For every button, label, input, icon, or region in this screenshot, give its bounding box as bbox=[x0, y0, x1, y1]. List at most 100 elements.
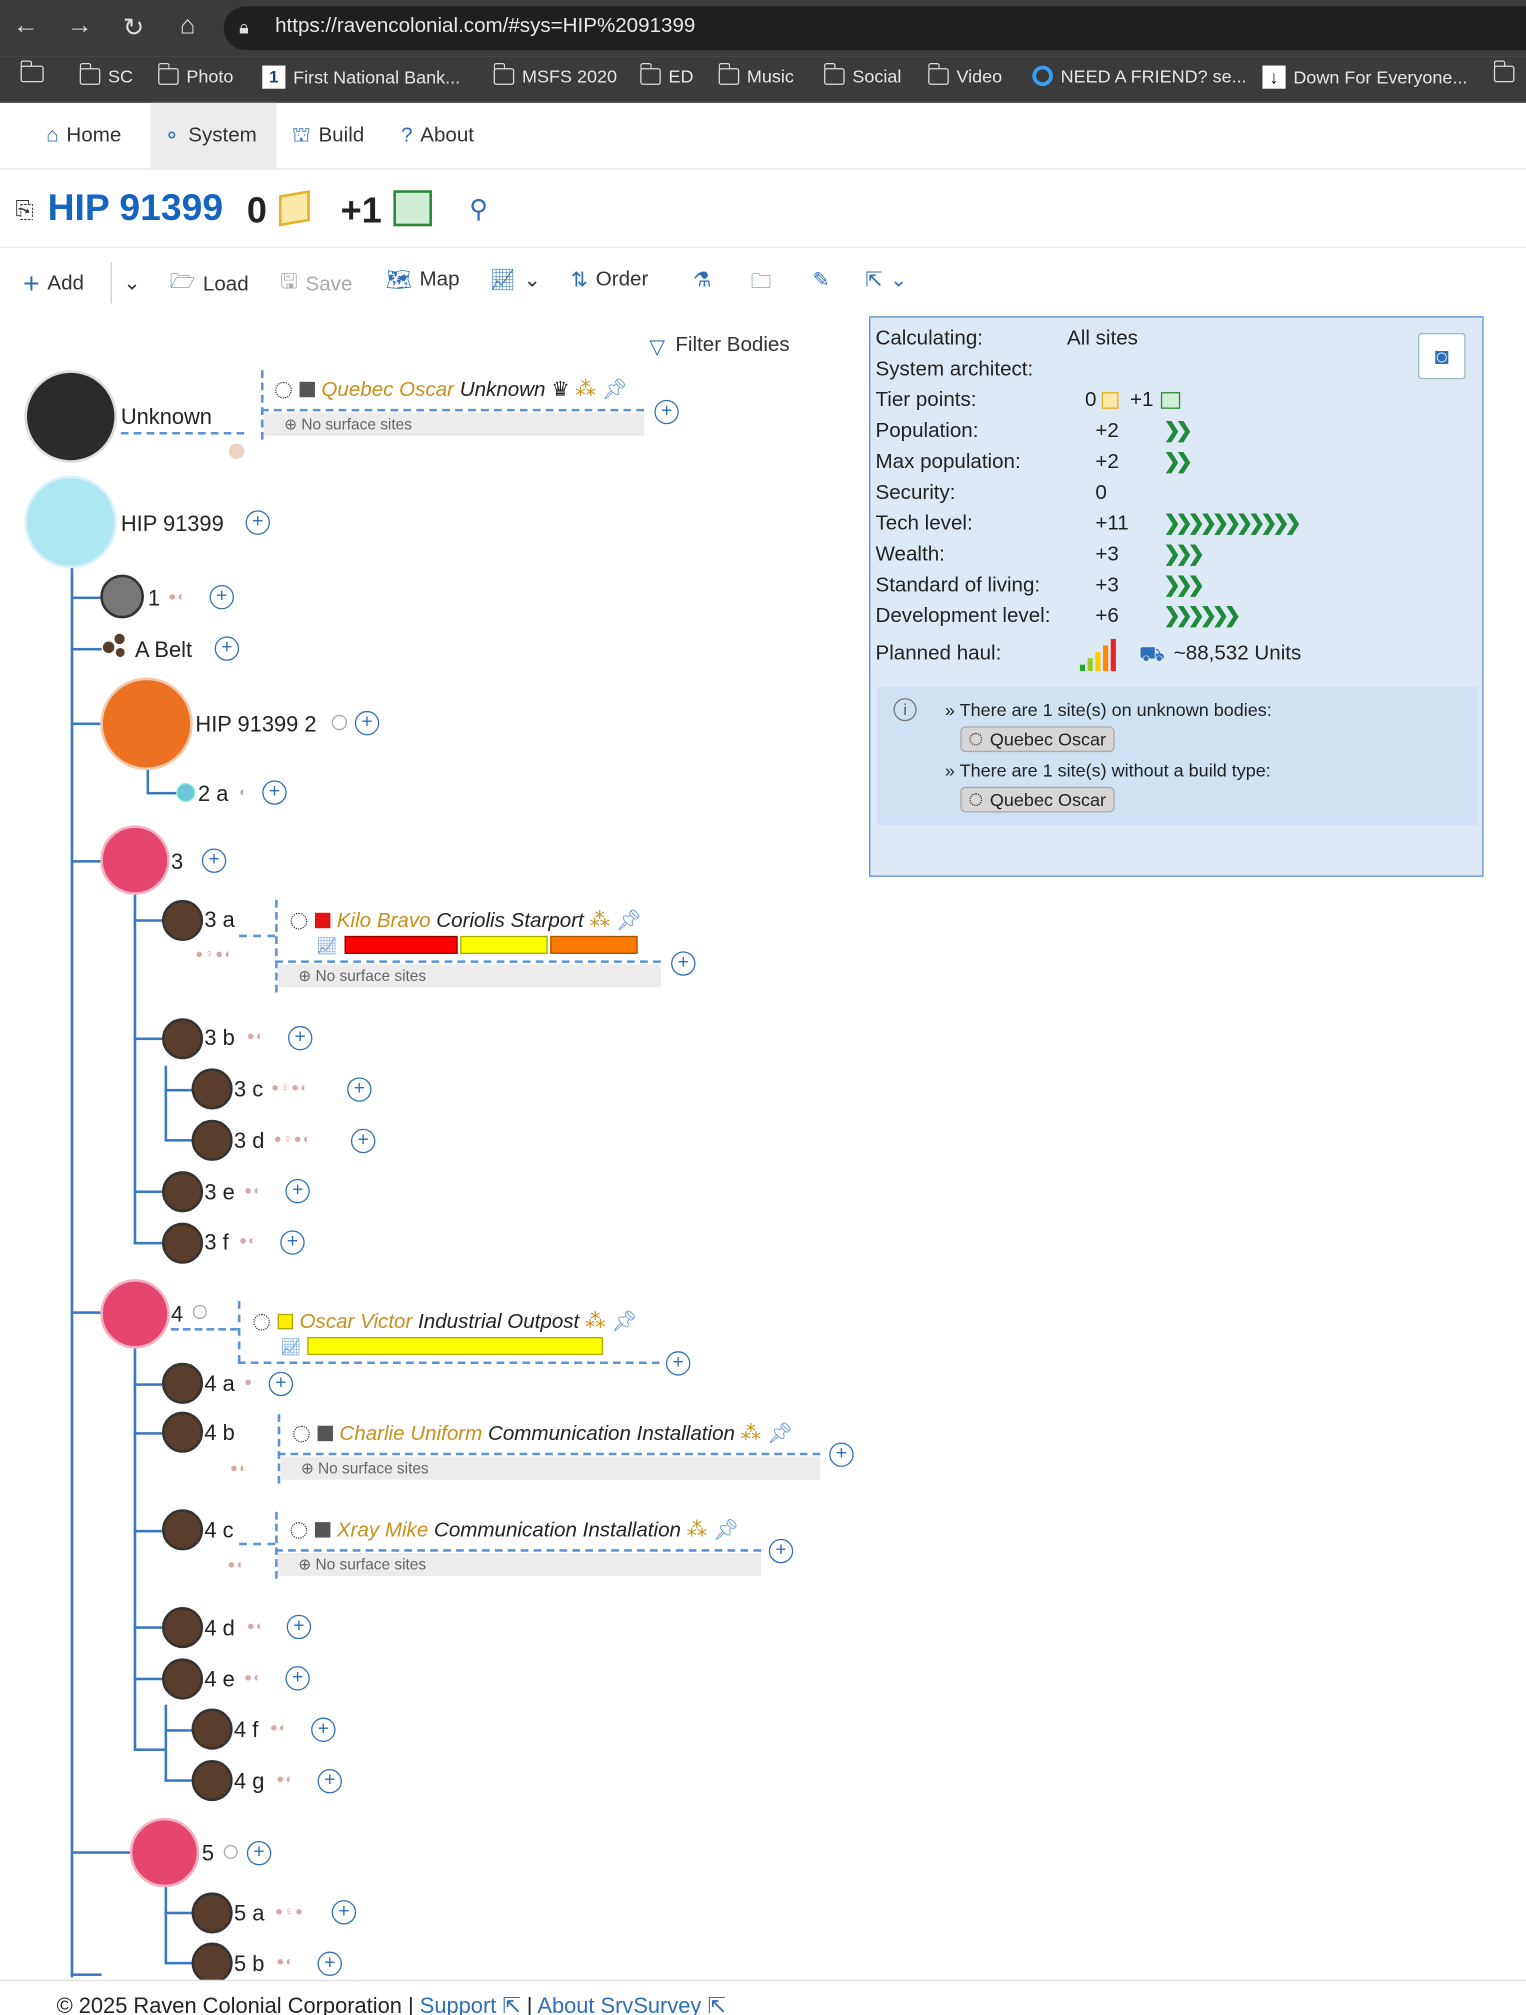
site-quebec-oscar[interactable]: Quebec Oscar Unknown ♛ ⁂ 📌︎ bbox=[275, 377, 628, 403]
body-4g[interactable] bbox=[191, 1759, 233, 1802]
body-5a[interactable] bbox=[191, 1892, 233, 1934]
flask-button[interactable]: ⚗ bbox=[693, 267, 711, 293]
body-3[interactable] bbox=[100, 825, 170, 895]
body-4e[interactable] bbox=[161, 1658, 204, 1700]
body-5b[interactable] bbox=[191, 1942, 233, 1984]
tab-home[interactable]: ⌂Home bbox=[46, 124, 122, 147]
reload-icon[interactable]: ↻ bbox=[122, 14, 145, 43]
map-button[interactable]: 🗺︎Map bbox=[385, 268, 460, 292]
bookmark-need-a-friend[interactable]: NEED A FRIEND? se... bbox=[1032, 65, 1247, 87]
add-icon[interactable]: + bbox=[245, 510, 270, 535]
body-star-2[interactable] bbox=[100, 677, 193, 771]
belt-icon[interactable] bbox=[102, 633, 129, 660]
body-1[interactable] bbox=[100, 574, 144, 619]
folder-map-button[interactable]: 🗀 bbox=[751, 267, 772, 302]
camera-icon[interactable]: ◙ bbox=[1418, 332, 1466, 380]
copy-icon[interactable]: ⎘ bbox=[15, 196, 34, 223]
add-icon[interactable]: + bbox=[285, 1666, 310, 1691]
load-button[interactable]: 🗁Load bbox=[170, 267, 249, 302]
pin-icon[interactable]: 📌︎ bbox=[601, 379, 628, 402]
body-3c[interactable] bbox=[191, 1068, 233, 1110]
bookmark-music[interactable]: Music bbox=[718, 62, 794, 86]
pin-icon[interactable]: 📌︎ bbox=[615, 910, 642, 933]
support-link[interactable]: Support bbox=[419, 1993, 497, 2015]
body-3e[interactable] bbox=[161, 1171, 204, 1213]
body-4c[interactable] bbox=[161, 1509, 204, 1551]
share-menu-button[interactable]: ⇱⌄ bbox=[865, 267, 907, 293]
site-charlie-uniform[interactable]: Charlie Uniform Communication Installati… bbox=[293, 1421, 793, 1447]
body-unknown[interactable] bbox=[24, 370, 117, 463]
pin-icon[interactable]: 📌︎ bbox=[766, 1423, 794, 1446]
calculating-value[interactable]: All sites bbox=[1067, 327, 1138, 350]
order-button[interactable]: ⇅Order bbox=[570, 268, 649, 292]
about-srvsurvey-link[interactable]: About SrvSurvey bbox=[537, 1993, 702, 2015]
add-button[interactable]: +Add bbox=[23, 267, 84, 300]
body-3d[interactable] bbox=[191, 1119, 233, 1161]
tab-about[interactable]: ?About bbox=[401, 124, 475, 147]
bookmark-photo[interactable]: Photo bbox=[157, 62, 233, 86]
add-icon[interactable]: + bbox=[287, 1025, 313, 1051]
add-icon[interactable]: + bbox=[262, 780, 287, 805]
body-4b[interactable] bbox=[161, 1411, 204, 1453]
address-bar[interactable] bbox=[223, 6, 1526, 51]
body-4f[interactable] bbox=[191, 1708, 233, 1750]
edit-button[interactable]: ✎ bbox=[812, 267, 829, 293]
add-icon[interactable]: + bbox=[209, 584, 234, 610]
bookmark-ed[interactable]: ED bbox=[639, 62, 694, 86]
add-site-icon[interactable]: + bbox=[654, 399, 679, 425]
chart-menu-button[interactable]: 📈︎⌄ bbox=[490, 267, 541, 293]
search-icon[interactable]: ⚲ bbox=[469, 195, 489, 224]
add-icon[interactable]: + bbox=[201, 848, 227, 873]
add-icon[interactable]: + bbox=[354, 710, 380, 736]
bookmark-video[interactable]: Video bbox=[927, 62, 1002, 86]
bookmark-sc[interactable]: SC bbox=[79, 62, 133, 86]
body-4d[interactable] bbox=[161, 1606, 204, 1649]
add-icon[interactable]: + bbox=[214, 636, 240, 661]
add-icon[interactable]: + bbox=[347, 1077, 372, 1102]
pin-icon[interactable]: 📌︎ bbox=[712, 1519, 740, 1542]
add-icon[interactable]: + bbox=[350, 1128, 376, 1154]
body-3b[interactable] bbox=[161, 1018, 204, 1060]
lock-icon[interactable]: 🔒︎ bbox=[239, 16, 249, 38]
add-site-icon[interactable]: + bbox=[829, 1442, 854, 1467]
site-xray-mike[interactable]: Xray Mike Communication Installation ⁂ 📌… bbox=[290, 1517, 740, 1543]
add-site-icon[interactable]: + bbox=[671, 951, 696, 976]
body-2a[interactable] bbox=[176, 782, 196, 803]
site-pill[interactable]: Quebec Oscar bbox=[960, 726, 1115, 753]
body-3f[interactable] bbox=[161, 1222, 204, 1264]
pin-icon[interactable]: 📌︎ bbox=[611, 1311, 638, 1334]
home-icon[interactable]: ⌂ bbox=[179, 11, 196, 40]
add-icon[interactable]: + bbox=[246, 1840, 272, 1866]
add-site-icon[interactable]: + bbox=[665, 1351, 691, 1376]
add-site-icon[interactable]: + bbox=[768, 1538, 794, 1564]
body-3a[interactable] bbox=[161, 899, 204, 942]
site-kilo-bravo[interactable]: Kilo Bravo Coriolis Starport ⁂ 📌︎ bbox=[290, 908, 642, 934]
add-icon[interactable]: + bbox=[285, 1178, 310, 1204]
body-4[interactable] bbox=[100, 1279, 170, 1349]
bookmark-down-for-everyone[interactable]: ↓Down For Everyone... bbox=[1262, 65, 1467, 89]
add-icon[interactable]: + bbox=[280, 1230, 305, 1255]
filter-bodies-button[interactable]: ▽Filter Bodies bbox=[649, 334, 790, 359]
chevron-down-icon[interactable]: ⌄ bbox=[123, 272, 141, 295]
reading-list-icon[interactable] bbox=[19, 60, 44, 83]
add-icon[interactable]: + bbox=[311, 1717, 336, 1742]
add-icon[interactable]: + bbox=[317, 1768, 342, 1794]
bookmark-social[interactable]: Social bbox=[823, 62, 901, 86]
body-star[interactable] bbox=[24, 475, 117, 569]
body-5[interactable] bbox=[129, 1817, 200, 1888]
add-icon[interactable]: + bbox=[286, 1614, 312, 1640]
add-icon[interactable]: + bbox=[317, 1951, 342, 1976]
add-icon[interactable]: + bbox=[331, 1900, 357, 1925]
tab-system[interactable]: ⚬System bbox=[150, 102, 277, 170]
body-4a[interactable] bbox=[161, 1362, 204, 1404]
add-icon[interactable]: + bbox=[268, 1371, 294, 1397]
tab-build[interactable]: ⛫Build bbox=[279, 103, 377, 170]
site-pill[interactable]: Quebec Oscar bbox=[960, 786, 1115, 813]
forward-icon[interactable]: → bbox=[66, 11, 93, 40]
bookmark-msfs[interactable]: MSFS 2020 bbox=[493, 62, 617, 86]
site-oscar-victor[interactable]: Oscar Victor Industrial Outpost ⁂ 📌︎ bbox=[253, 1309, 637, 1335]
more-bookmarks-icon[interactable] bbox=[1493, 60, 1515, 83]
save-button[interactable]: 🖫Save bbox=[280, 267, 352, 302]
back-icon[interactable]: ← bbox=[12, 11, 39, 40]
